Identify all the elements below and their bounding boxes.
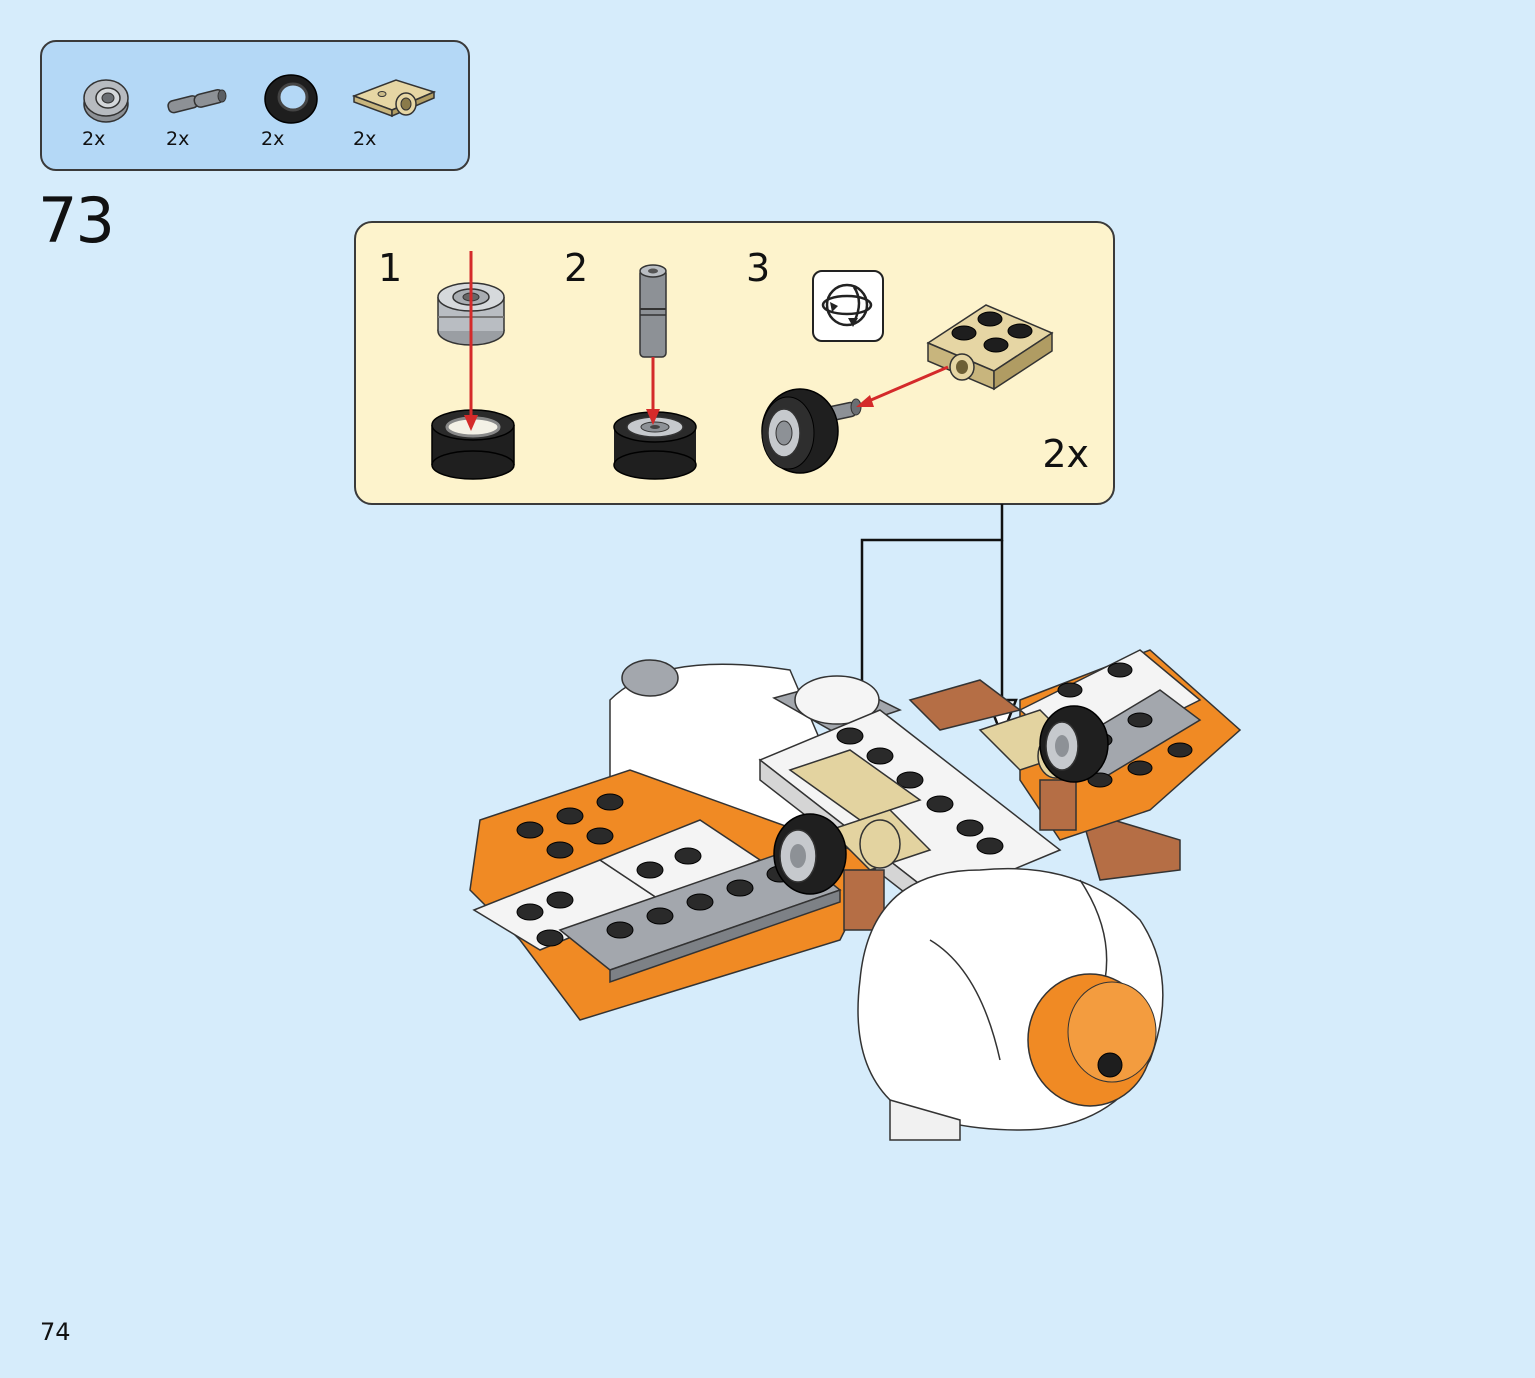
sub-assembly-multiplier: 2x (1042, 432, 1089, 476)
sub-step-number-2: 2 (564, 246, 589, 290)
sub-step-3-graphic (761, 304, 1054, 474)
plate-qty: 2x (353, 128, 377, 150)
rotate-icon (812, 270, 884, 342)
sub-step-number-3: 3 (746, 246, 771, 290)
sub-assembly-callout: 1 2 3 (354, 221, 1115, 505)
main-model-illustration (469, 649, 1242, 1141)
tire-qty: 2x (261, 128, 285, 150)
tire-part-icon (264, 74, 318, 124)
sub-step-number-1: 1 (378, 246, 403, 290)
axle-pin-part-icon (167, 89, 227, 114)
plate-part-icon (351, 79, 437, 118)
bearing-qty: 2x (82, 128, 106, 150)
axle-pin-qty: 2x (166, 128, 190, 150)
parts-callout: 2x 2x 2x 2x (40, 40, 470, 171)
sub-step-2-graphic (613, 264, 697, 480)
step-number: 73 (38, 184, 115, 257)
sub-step-1-graphic (431, 251, 515, 480)
page-number: 74 (40, 1318, 71, 1346)
bearing-part-icon (83, 79, 129, 123)
